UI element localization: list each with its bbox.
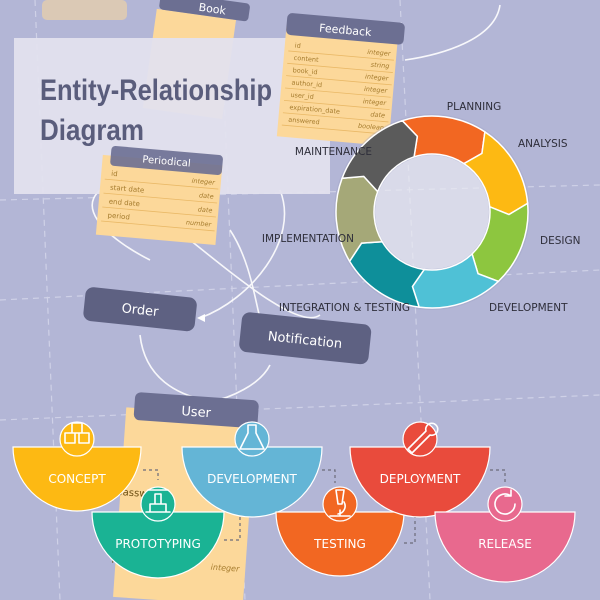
notification-entity[interactable]: Notification xyxy=(238,312,372,365)
order-label: Order xyxy=(121,301,160,320)
table-row: period number xyxy=(101,212,215,232)
process-step-label: CONCEPT xyxy=(48,472,106,486)
order-arrow xyxy=(197,314,205,322)
field-name: start date xyxy=(110,184,145,195)
process-step-label: RELEASE xyxy=(478,537,532,551)
blocks-icon xyxy=(59,421,95,457)
printer-3d-icon xyxy=(140,486,176,522)
flow-arrow xyxy=(490,469,506,483)
refresh-icon xyxy=(487,486,523,522)
process-step-label: DEVELOPMENT xyxy=(207,472,297,486)
user-table-title: User xyxy=(181,404,212,421)
table-row: content string xyxy=(287,54,393,73)
field-name: id xyxy=(294,42,301,50)
field-name: end date xyxy=(108,198,140,209)
field-name: period xyxy=(107,212,130,222)
cycle-segment-maintenance xyxy=(340,119,419,194)
process-step-concept[interactable]: CONCEPT xyxy=(12,421,142,512)
flask-icon xyxy=(234,421,270,457)
cycle-label: INTEGRATION & TESTING xyxy=(279,302,410,314)
field-name: user_id xyxy=(290,91,314,101)
field-type: integer xyxy=(210,563,240,574)
cycle-center xyxy=(375,155,489,269)
table-row: answered boolean xyxy=(281,116,388,135)
field-name: content xyxy=(293,54,319,64)
field-type: date xyxy=(199,191,214,200)
field-type: date xyxy=(370,110,385,119)
cycle-label: IMPLEMENTATION xyxy=(262,233,354,245)
wrench-icon xyxy=(402,421,439,457)
feedback-table-title: Feedback xyxy=(319,22,373,40)
diagram-title-line1: Entity-Relationship xyxy=(40,74,272,107)
cycle-label: PLANNING xyxy=(447,101,501,113)
field-name: book_id xyxy=(292,66,318,76)
cycle-label: MAINTENANCE xyxy=(295,146,372,158)
sdlc-cycle-labels: PLANNING ANALYSIS DESIGN DEVELOPMENT INTEGRA… xyxy=(262,101,581,314)
table-row: id integer xyxy=(104,170,219,190)
process-step-release[interactable]: RELEASE xyxy=(434,486,576,583)
field-type: boolean xyxy=(358,122,385,132)
sdlc-cycle xyxy=(334,114,530,310)
book-table-title: Book xyxy=(198,1,228,18)
field-name: id xyxy=(111,170,118,179)
field-type: integer xyxy=(364,85,389,95)
process-step-development[interactable]: DEVELOPMENT xyxy=(181,421,323,518)
field-type: integer xyxy=(367,48,392,58)
feedback-table[interactable]: Feedback idintegercontentstringbook_idin… xyxy=(276,13,405,147)
process-flow: CONCEPT PROTOTYPING DEVELOPMENT TESTING DEPL… xyxy=(12,421,576,583)
process-step-prototyping[interactable]: PROTOTYPING xyxy=(91,486,225,579)
flow-arrow xyxy=(143,469,159,480)
process-step-deployment[interactable]: DEPLOYMENT xyxy=(349,421,491,518)
periodical-table-title: Periodical xyxy=(142,154,191,169)
field-type: string xyxy=(370,61,389,71)
field-type: number xyxy=(186,218,213,228)
process-arrows xyxy=(143,469,506,544)
process-step-testing[interactable]: TESTING xyxy=(275,486,405,577)
cycle-label: DESIGN xyxy=(540,235,580,247)
table-row: start date date xyxy=(103,184,218,204)
feedback-rows: idintegercontentstringbook_idintegerauth… xyxy=(281,42,394,135)
cycle-label: DEVELOPMENT xyxy=(489,302,568,314)
field-type: integer xyxy=(365,73,390,83)
microscope-icon xyxy=(322,486,358,522)
process-step-label: PROTOTYPING xyxy=(115,537,201,551)
field-name: author_id xyxy=(291,79,322,90)
process-step-label: TESTING xyxy=(313,537,366,551)
field-type: date xyxy=(197,205,212,214)
table-row: end date date xyxy=(102,198,216,218)
order-entity[interactable]: Order xyxy=(83,286,198,332)
cycle-label: ANALYSIS xyxy=(518,138,568,150)
process-step-label: DEPLOYMENT xyxy=(380,472,461,486)
table-row: id integer xyxy=(288,42,394,61)
flow-arrow xyxy=(322,469,336,483)
field-type: integer xyxy=(191,177,216,187)
faint-table xyxy=(42,0,127,20)
diagram-title-line2: Diagram xyxy=(40,114,144,147)
field-type: integer xyxy=(363,97,388,107)
field-name: answered xyxy=(288,116,320,127)
